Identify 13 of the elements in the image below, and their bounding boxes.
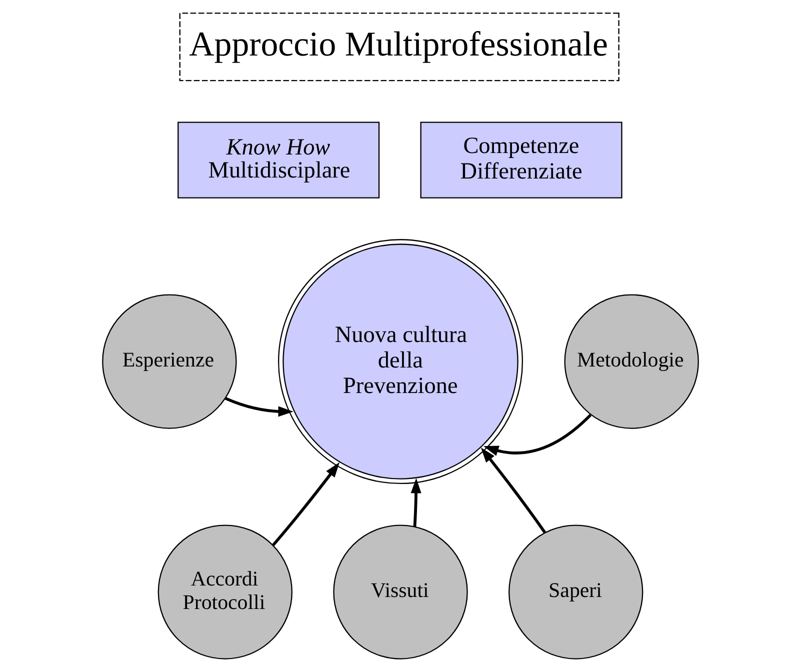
- node-box: Know How Multidisciplare: [178, 122, 380, 198]
- node-circle: Vissuti: [333, 524, 468, 660]
- node-circle: Esperienze: [102, 294, 237, 429]
- node-box: Approccio Multiprofessionale: [179, 12, 620, 82]
- node-circle: Metodologie: [564, 294, 699, 429]
- node-box: Competenze Differenziate: [420, 122, 622, 198]
- arrow: [224, 396, 294, 417]
- node-circle: Accordi Protocolli: [158, 524, 292, 660]
- arrow: [272, 462, 340, 546]
- arrow: [483, 414, 592, 456]
- node-circle: Saperi: [508, 524, 644, 660]
- arrow: [480, 447, 546, 534]
- arrow: [410, 478, 422, 527]
